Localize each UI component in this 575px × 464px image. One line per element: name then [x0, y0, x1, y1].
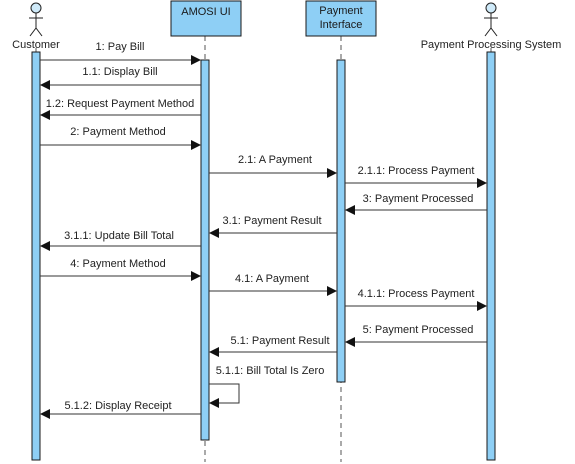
message-label: 5.1: Payment Result [230, 335, 329, 347]
self-message-arrow [209, 383, 240, 408]
payment-interface-activation-bar [336, 59, 346, 383]
payment-interface-box [305, 0, 377, 37]
stick-figure-icon [484, 2, 498, 37]
payment-interface-label-line2: Interface [320, 19, 363, 31]
message-label: 4: Payment Method [70, 258, 165, 270]
payment-processing-system-activation-bar [486, 51, 496, 461]
message-label: 1: Pay Bill [96, 41, 145, 53]
amosi-ui-box [170, 0, 242, 37]
message-label: 2: Payment Method [70, 126, 165, 138]
stick-figure-icon [29, 2, 43, 37]
message-label: 1.2: Request Payment Method [46, 98, 195, 110]
amosi-ui-header: AMOSI UI [170, 0, 242, 37]
message-label: 2.1: A Payment [238, 154, 312, 166]
message-label: 5: Payment Processed [363, 324, 474, 336]
customer-actor: Customer [12, 2, 60, 51]
message-label: 1.1: Display Bill [82, 66, 157, 78]
amosi-ui-label: AMOSI UI [181, 6, 231, 18]
message-label: 3.1.1: Update Bill Total [64, 230, 174, 242]
payment-interface-label-line1: Payment [319, 5, 362, 17]
message-label: 3.1: Payment Result [222, 215, 321, 227]
payment-interface-header: Payment Interface [305, 0, 377, 37]
payment-processing-system-label: Payment Processing System [421, 39, 562, 51]
message-label: 5.1.1: Bill Total Is Zero [216, 365, 325, 377]
customer-label: Customer [12, 39, 60, 51]
amosi-ui-activation-bar [200, 59, 210, 441]
message-label: 4.1.1: Process Payment [358, 288, 475, 300]
message-label: 2.1.1: Process Payment [358, 165, 475, 177]
customer-activation-bar [31, 51, 41, 461]
message-label: 5.1.2: Display Receipt [65, 400, 172, 412]
message-label: 4.1: A Payment [235, 273, 309, 285]
payment-processing-system-actor: Payment Processing System [421, 2, 562, 51]
message-label: 3: Payment Processed [363, 193, 474, 205]
